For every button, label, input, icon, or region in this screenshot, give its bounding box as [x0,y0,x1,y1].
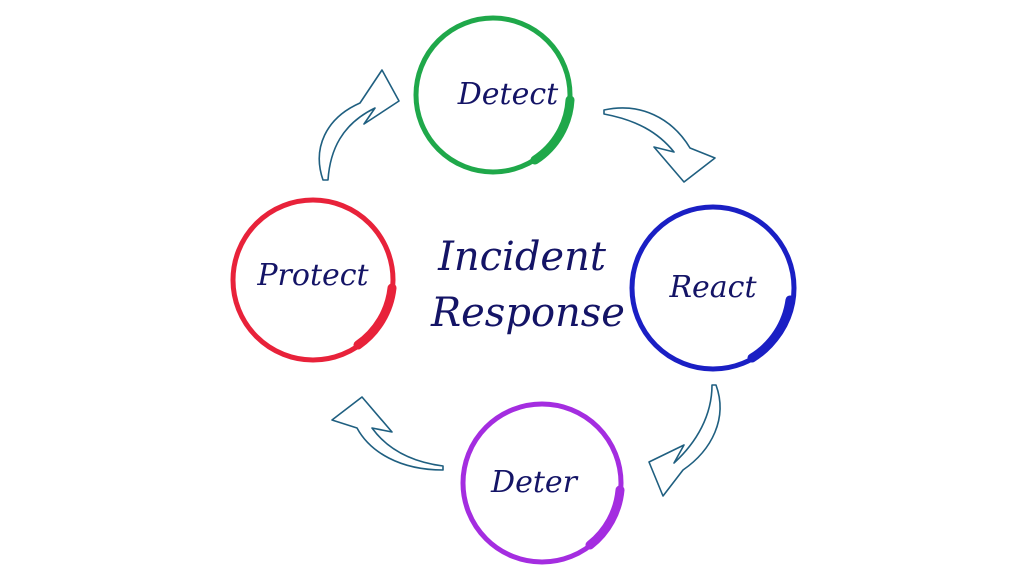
arrow-protect-to-detect-icon [318,69,400,181]
arrow-deter-to-protect-icon [331,396,444,471]
detect-label: Detect [457,77,559,112]
stage-react: React [629,204,797,372]
protect-label: Protect [256,258,369,293]
deter-label: Deter [490,465,579,500]
center-title-line2: Response [430,290,625,336]
stage-protect: Protect [230,197,397,363]
protect-ring [230,197,396,363]
arrow-detect-to-react-icon [603,107,716,183]
stage-detect: Detect [413,15,575,175]
react-ring-accent [747,295,795,363]
detect-ring [413,15,573,175]
react-ring [629,204,797,372]
arrow-react-to-deter-icon [648,384,721,497]
detect-ring-accent [530,95,575,165]
protect-ring-accent [353,283,397,350]
center-title-line1: Incident [437,234,607,280]
react-label: React [668,270,757,305]
stage-deter: Deter [460,401,625,565]
deter-ring [460,401,624,565]
deter-ring-accent [585,485,625,550]
center-title: Incident Response [430,234,625,336]
